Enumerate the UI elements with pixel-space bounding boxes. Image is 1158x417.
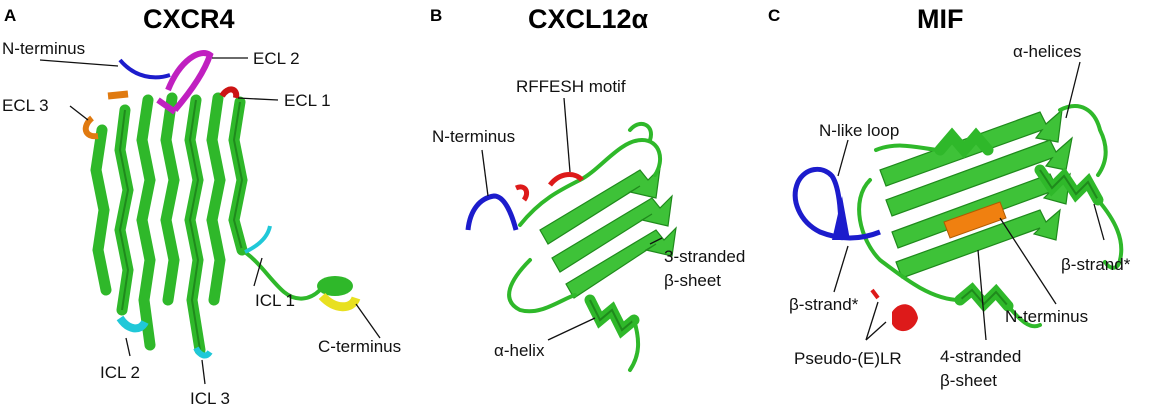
label-cxcl12-beta-sheet: β-sheet [664,271,721,290]
mif-structure [792,104,1124,332]
label-pseudo-elr: Pseudo-(E)LR [794,349,902,368]
label-mif-n-terminus: N-terminus [1005,307,1088,326]
ecl1-loop [219,86,240,99]
panel-a: A CXCR4 [2,4,401,408]
icl1-loop [244,225,272,254]
panel-a-title: CXCR4 [143,4,235,34]
label-icl3: ICL 3 [190,389,230,408]
cxcl12-structure [465,121,677,372]
cxcr4-n-terminus-loop [118,58,171,80]
ecl2-loop [165,50,214,112]
label-rffesh-motif: RFFESH motif [516,77,626,96]
label-alpha-helix: α-helix [494,341,545,360]
c-terminus-helix [318,292,361,312]
label-mif-beta-sheet: β-sheet [940,371,997,390]
panel-b: B CXCL12α RFFESH motif N-terminus 3-str [430,4,745,372]
cxcr4-structure [82,50,361,359]
label-beta-strand-right: β-strand* [1061,255,1131,274]
label-4-stranded: 4-stranded [940,347,1021,366]
panel-a-letter: A [4,6,16,25]
ecl3-top [107,90,129,100]
label-icl1: ICL 1 [255,291,295,310]
rffesh-motif [514,172,584,202]
label-cxcl12-n-terminus: N-terminus [432,127,515,146]
label-ecl3: ECL 3 [2,96,49,115]
label-c-terminus: C-terminus [318,337,401,356]
label-3-stranded: 3-stranded [664,247,745,266]
pseudo-elr-motif [892,304,918,332]
panel-c: C MIF [768,4,1131,390]
cxcl12-n-terminus-loop [465,193,519,231]
label-n-like-loop: N-like loop [819,121,899,140]
panel-c-title: MIF [917,4,964,34]
label-beta-strand-left: β-strand* [789,295,859,314]
label-ecl1: ECL 1 [284,91,331,110]
panel-b-title: CXCL12α [528,4,649,34]
icl2-loop [116,315,149,333]
label-cxcr4-n-terminus: N-terminus [2,39,85,58]
label-ecl2: ECL 2 [253,49,300,68]
ecl3-loop [82,115,99,140]
label-icl2: ICL 2 [100,363,140,382]
label-alpha-helices: α-helices [1013,42,1081,61]
icl3-loop [193,346,213,359]
panel-b-letter: B [430,6,442,25]
panel-c-letter: C [768,6,780,25]
n-terminus-strand [943,201,1007,239]
